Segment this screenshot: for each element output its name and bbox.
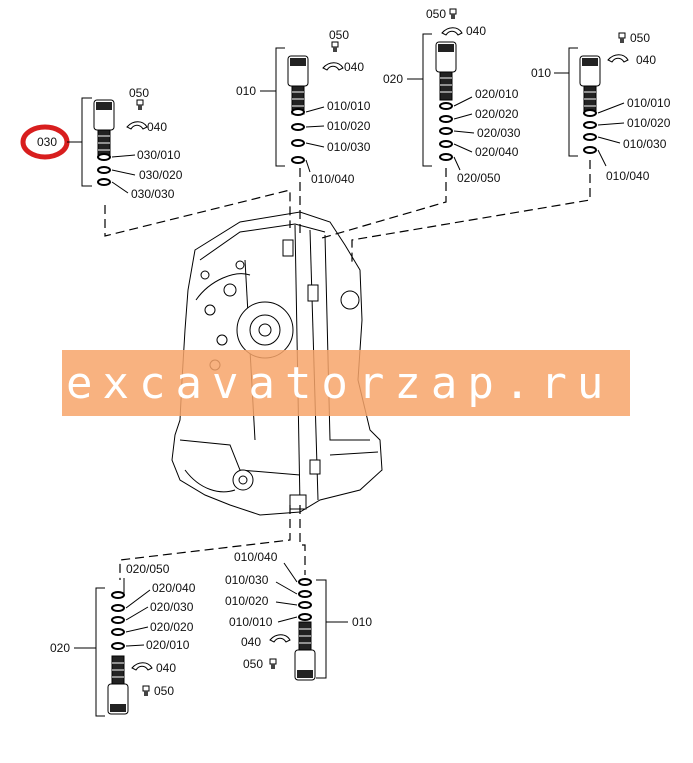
assembly-010-bottom-right: 010 010/040 010/030 010/020 010/010 040 …: [225, 550, 372, 681]
group-label[interactable]: 020: [383, 72, 403, 86]
callout[interactable]: 050: [630, 31, 650, 45]
callout[interactable]: 020/020: [475, 107, 519, 121]
callout[interactable]: 030/010: [137, 148, 181, 162]
callout[interactable]: 040: [241, 635, 261, 649]
callout[interactable]: 010/040: [606, 169, 650, 183]
callout[interactable]: 040: [147, 120, 167, 134]
assembly-030-top-left: 030 050 040 030/010 030/020 030/030: [20, 86, 183, 201]
assembly-010-top-center-left: 010 050 040 010/010 010/020 010/030 010/…: [236, 28, 371, 186]
group-bracket: [81, 97, 92, 187]
callout[interactable]: 010/010: [627, 96, 671, 110]
callout[interactable]: 020/040: [475, 145, 519, 159]
callout[interactable]: 010/010: [229, 615, 273, 629]
group-label[interactable]: 010: [352, 615, 372, 629]
callout[interactable]: 010/020: [627, 116, 671, 130]
callout[interactable]: 050: [154, 684, 174, 698]
assembly-020-top-center-right: 020 050 040 020/010 020/020 020/030 020/…: [383, 7, 521, 185]
callout[interactable]: 010/040: [311, 172, 355, 186]
group-label[interactable]: 010: [236, 84, 256, 98]
callout[interactable]: 020/020: [150, 620, 194, 634]
callout[interactable]: 010/030: [225, 573, 269, 587]
callout[interactable]: 050: [243, 657, 263, 671]
callout[interactable]: 020/010: [475, 87, 519, 101]
group-bracket: [316, 579, 327, 679]
callout[interactable]: 010/020: [327, 119, 371, 133]
watermark-band: [62, 350, 630, 416]
callout[interactable]: 050: [129, 86, 149, 100]
callout[interactable]: 030/030: [131, 187, 175, 201]
callout[interactable]: 010/030: [623, 137, 667, 151]
callout[interactable]: 010/020: [225, 594, 269, 608]
watermark-text: excavatorzap.ru: [66, 358, 613, 409]
callout[interactable]: 050: [426, 7, 446, 21]
group-bracket: [568, 47, 578, 157]
callout[interactable]: 030/020: [139, 168, 183, 182]
callout[interactable]: 040: [156, 661, 176, 675]
group-bracket: [275, 47, 285, 167]
group-label[interactable]: 010: [531, 66, 551, 80]
leader-lines: [104, 160, 591, 580]
callout[interactable]: 050: [329, 28, 349, 42]
callout[interactable]: 020/050: [457, 171, 501, 185]
callout[interactable]: 010/030: [327, 140, 371, 154]
group-label[interactable]: 020: [50, 641, 70, 655]
assembly-010-top-right: 010 050 040 010/010 010/020 010/030 010/…: [531, 31, 671, 183]
group-label[interactable]: 030: [37, 135, 57, 149]
group-bracket: [422, 33, 432, 167]
callout[interactable]: 040: [466, 24, 486, 38]
callout[interactable]: 020/030: [477, 126, 521, 140]
callout[interactable]: 010/040: [234, 550, 278, 564]
callout[interactable]: 040: [344, 60, 364, 74]
group-bracket: [95, 587, 105, 717]
callout[interactable]: 020/040: [152, 581, 196, 595]
callout[interactable]: 020/010: [146, 638, 190, 652]
callout[interactable]: 010/010: [327, 99, 371, 113]
callout[interactable]: 020/050: [126, 562, 170, 576]
callout[interactable]: 020/030: [150, 600, 194, 614]
callout[interactable]: 040: [636, 53, 656, 67]
assembly-020-bottom-left: 020 020/050 020/040 020/030 020/020 020/…: [50, 562, 196, 717]
